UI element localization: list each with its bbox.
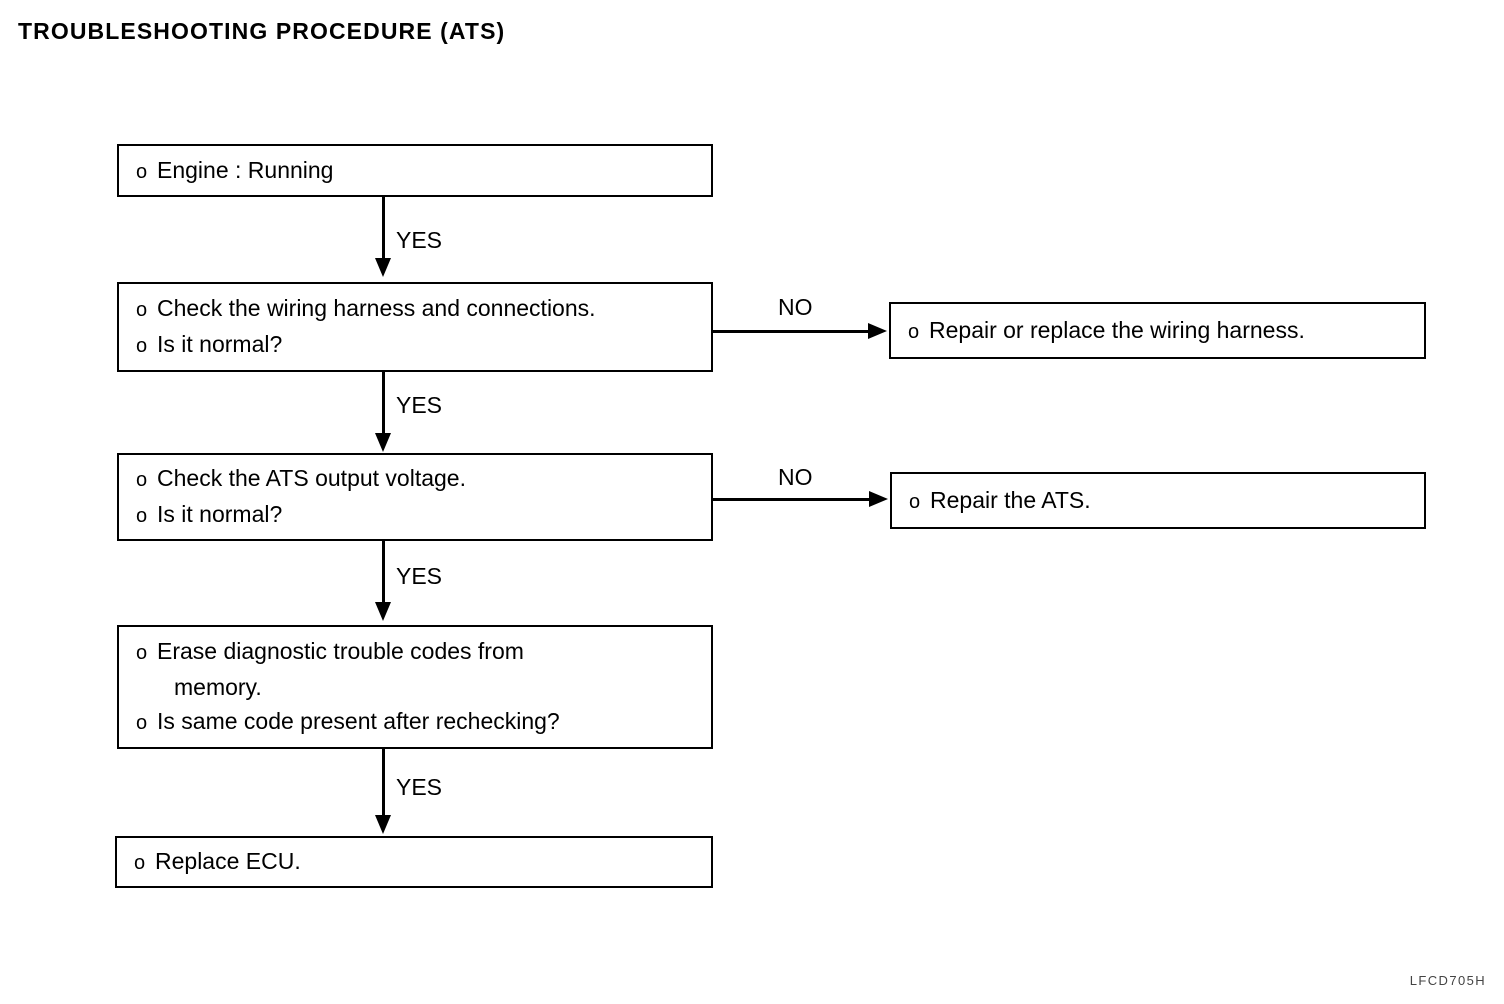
node-text: Check the ATS output voltage. — [157, 465, 466, 491]
node-engine-running: o Engine : Running — [117, 144, 713, 197]
figure-reference-code: LFCD705H — [1409, 973, 1486, 988]
edge-yes-1-line — [382, 197, 385, 265]
bullet-icon: o — [136, 712, 148, 734]
node-text: Is it normal? — [157, 331, 283, 357]
node-text: Repair the ATS. — [930, 486, 1091, 513]
node-repair-replace-wiring-harness: o Repair or replace the wiring harness. — [889, 302, 1426, 359]
node-erase-dtc: o Erase diagnostic trouble codes from me… — [117, 625, 713, 749]
bullet-icon: o — [136, 160, 148, 183]
edge-no-2-label: NO — [778, 464, 813, 490]
bullet-icon: o — [136, 335, 148, 357]
node-line: o Is it normal? — [119, 497, 711, 533]
edge-no-2-arrowhead — [869, 490, 888, 507]
node-line: o Repair the ATS. — [892, 483, 1424, 519]
page-title: TROUBLESHOOTING PROCEDURE (ATS) — [18, 18, 506, 44]
node-text: Check the wiring harness and connections… — [157, 295, 596, 321]
node-line-continuation: memory. — [119, 670, 711, 704]
node-text: Engine : Running — [157, 156, 334, 183]
edge-yes-3-label: YES — [396, 563, 443, 589]
edge-no-1-label: NO — [778, 294, 813, 320]
node-line: o Check the wiring harness and connectio… — [119, 291, 711, 327]
edge-yes-3-arrowhead — [374, 602, 391, 621]
node-line: o Engine : Running — [119, 153, 711, 189]
bullet-icon: o — [908, 320, 920, 343]
bullet-icon: o — [136, 505, 148, 527]
edge-yes-2-label: YES — [396, 392, 443, 418]
edge-no-1-line — [713, 330, 872, 333]
node-text: Replace ECU. — [155, 848, 301, 874]
node-check-ats-output-voltage: o Check the ATS output voltage. o Is it … — [117, 453, 713, 541]
node-text: Is it normal? — [157, 501, 283, 527]
node-line: o Check the ATS output voltage. — [119, 461, 711, 497]
edge-yes-4-line — [382, 749, 385, 817]
bullet-icon: o — [134, 852, 146, 874]
node-line: o Is same code present after rechecking? — [119, 704, 711, 740]
node-text: Erase diagnostic trouble codes from — [157, 638, 524, 664]
node-text: Is same code present after rechecking? — [157, 708, 560, 734]
node-check-wiring-harness: o Check the wiring harness and connectio… — [117, 282, 713, 372]
bullet-icon: o — [136, 642, 148, 664]
edge-yes-2-arrowhead — [374, 433, 391, 452]
edge-yes-2-line — [382, 372, 385, 440]
edge-yes-4-label: YES — [396, 774, 443, 800]
bullet-icon: o — [909, 490, 921, 513]
edge-yes-3-line — [382, 541, 385, 608]
edge-no-2-line — [713, 498, 873, 501]
node-line: o Replace ECU. — [117, 844, 711, 880]
node-text: memory. — [174, 674, 262, 700]
edge-yes-4-arrowhead — [374, 815, 391, 834]
node-line: o Repair or replace the wiring harness. — [891, 313, 1424, 349]
bullet-icon: o — [136, 469, 148, 491]
node-replace-ecu: o Replace ECU. — [115, 836, 713, 888]
node-line: o Erase diagnostic trouble codes from — [119, 634, 711, 670]
node-repair-ats: o Repair the ATS. — [890, 472, 1426, 529]
node-line: o Is it normal? — [119, 327, 711, 363]
bullet-icon: o — [136, 299, 148, 321]
edge-yes-1-arrowhead — [374, 258, 391, 277]
edge-yes-1-label: YES — [396, 227, 443, 253]
edge-no-1-arrowhead — [868, 322, 887, 339]
node-text: Repair or replace the wiring harness. — [929, 316, 1305, 343]
